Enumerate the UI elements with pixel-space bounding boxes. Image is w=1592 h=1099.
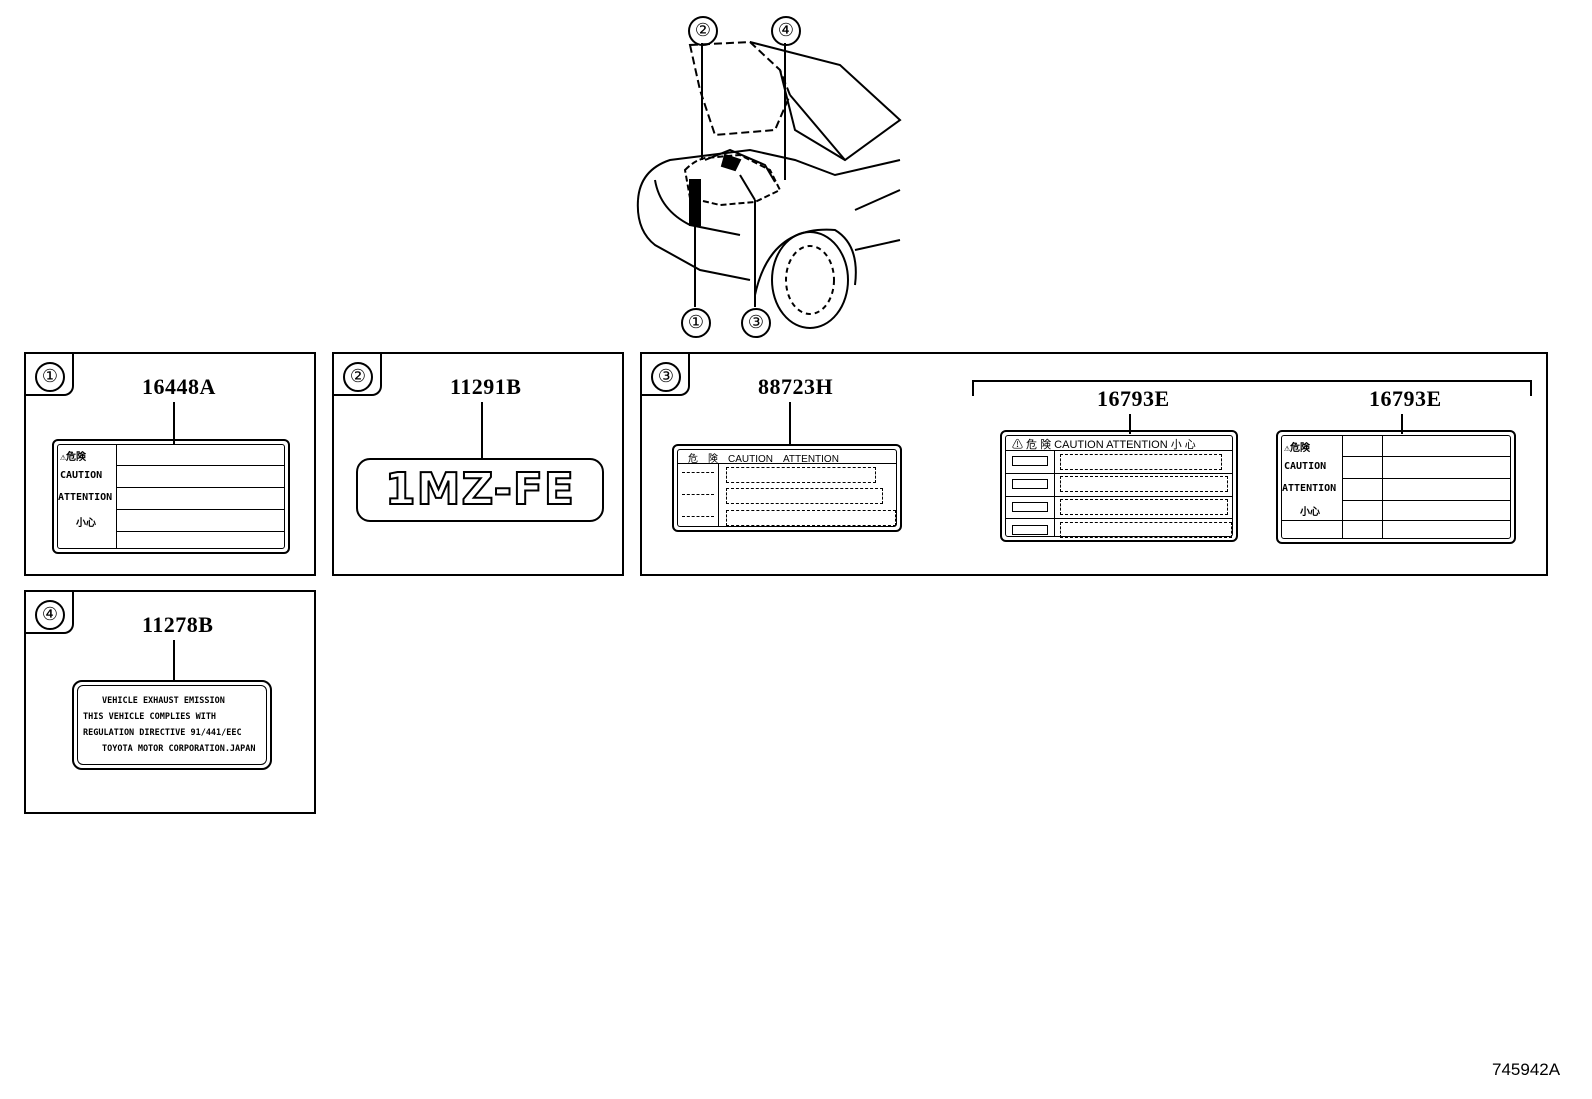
part-number-b: 16793E [1097,386,1170,411]
label-row-xiaoxin: 小心 [76,518,96,529]
panel-tab [642,354,690,396]
callout-1-marker: ① [681,308,711,338]
row-stub [1012,525,1048,535]
row-stub [682,494,714,495]
label-row-attention: ATTENTION [58,492,113,503]
panel-2-engine-emblem: ② 11291B 1MZ-FE [332,352,624,576]
caution-label-16793e-a: ⚠ 危 険 CAUTION ATTENTION 小 心 [1000,430,1238,542]
label-row-line [116,509,284,510]
figure-id: 745942A [1492,1060,1561,1079]
emission-label-11278b: VEHICLE EXHAUST EMISSION THIS VEHICLE CO… [72,680,272,770]
caution-label-88723h: 危 険 CAUTION ATTENTION [672,444,902,532]
label-row-line [1006,496,1232,497]
label-row-line [1006,518,1232,519]
variant-bracket [972,380,1532,396]
text-block [726,467,876,483]
label-divider [718,463,719,526]
engine-emblem-11291b: 1MZ-FE [356,458,604,522]
label-row-line [1006,473,1232,474]
row-stub [682,472,714,473]
panel-4-emission-label: ④ 11278B VEHICLE EXHAUST EMISSION THIS V… [24,590,316,814]
label-header: 危 険 CAUTION ATTENTION [688,454,839,465]
panel-tab [334,354,382,396]
label-row-line [1342,478,1510,479]
part-number-c: 16793E [1369,386,1442,411]
leader-line [1401,414,1403,434]
caution-label-16448a: ⚠危険 CAUTION ATTENTION 小心 [52,439,290,554]
label-row-line [116,531,284,532]
emission-line-1: VEHICLE EXHAUST EMISSION [102,696,225,706]
panel-3-caution-labels: ③ 88723H 危 険 CAUTION ATTENTION 16793E ⚠ … [640,352,1548,576]
panel-tab [26,592,74,634]
leader-line [1129,414,1131,434]
row-stub [1012,479,1048,489]
row-stub [1012,456,1048,466]
panel-callout: ③ [651,362,681,392]
emblem-text: 1MZ-FE [384,463,575,516]
label-row-line [1006,450,1232,451]
panel-callout: ① [35,362,65,392]
caution-label-16793e-b: ⚠危険 CAUTION ATTENTION 小心 [1276,430,1516,544]
label-inner: ⚠ 危 険 CAUTION ATTENTION 小 心 [1005,435,1233,538]
part-number-a: 88723H [758,374,834,399]
label-divider [1382,436,1383,538]
label-row-caution: CAUTION [1284,461,1327,472]
label-row-danger: ⚠危険 [60,452,87,463]
leader-line [173,640,175,682]
label-row-line [1342,500,1510,501]
label-inner: VEHICLE EXHAUST EMISSION THIS VEHICLE CO… [77,685,267,765]
label-row-xiaoxin: 小心 [1300,507,1320,518]
text-block [1060,476,1228,492]
label-inner: 危 険 CAUTION ATTENTION [677,449,897,527]
label-row-line [1342,456,1510,457]
label-row-line [116,465,284,466]
label-header: ⚠ 危 険 CAUTION ATTENTION 小 心 [1012,439,1196,451]
label-divider [1342,436,1343,538]
row-stub [1012,502,1048,512]
callout-2-marker: ② [688,16,718,46]
emission-line-3: REGULATION DIRECTIVE 91/441/EEC [83,728,242,738]
text-block [726,488,883,504]
label-divider [1054,450,1055,536]
panel-callout: ② [343,362,373,392]
label-row-line [1282,520,1510,521]
row-stub [682,516,714,517]
panel-1-caution-label: ① 16448A ⚠危険 CAUTION ATTENTION 小心 [24,352,316,576]
leader-line [481,402,483,460]
text-block [1060,499,1228,515]
label-row-caution: CAUTION [60,470,103,481]
label-row-line [678,463,896,464]
emission-line-4: TOYOTA MOTOR CORPORATION.JAPAN [102,744,256,754]
text-block [726,510,896,526]
part-number: 11291B [450,374,522,399]
label-row-danger: ⚠危険 [1284,443,1311,454]
label-inner: ⚠危険 CAUTION ATTENTION 小心 [1281,435,1511,539]
panel-callout: ④ [35,600,65,630]
label-row-line [116,487,284,488]
callout-4-marker: ④ [771,16,801,46]
panel-tab [26,354,74,396]
label-divider [116,445,117,548]
part-number: 16448A [142,374,216,399]
leader-line [173,402,175,444]
callout-3-marker: ③ [741,308,771,338]
part-number: 11278B [142,612,214,637]
car-engine-bay-illustration [636,40,902,329]
label-row-attention: ATTENTION [1282,483,1337,494]
emission-line-2: THIS VEHICLE COMPLIES WITH [83,712,217,722]
label-inner: ⚠危険 CAUTION ATTENTION 小心 [57,444,285,549]
leader-line [789,402,791,446]
text-block [1060,522,1232,538]
text-block [1060,454,1222,470]
